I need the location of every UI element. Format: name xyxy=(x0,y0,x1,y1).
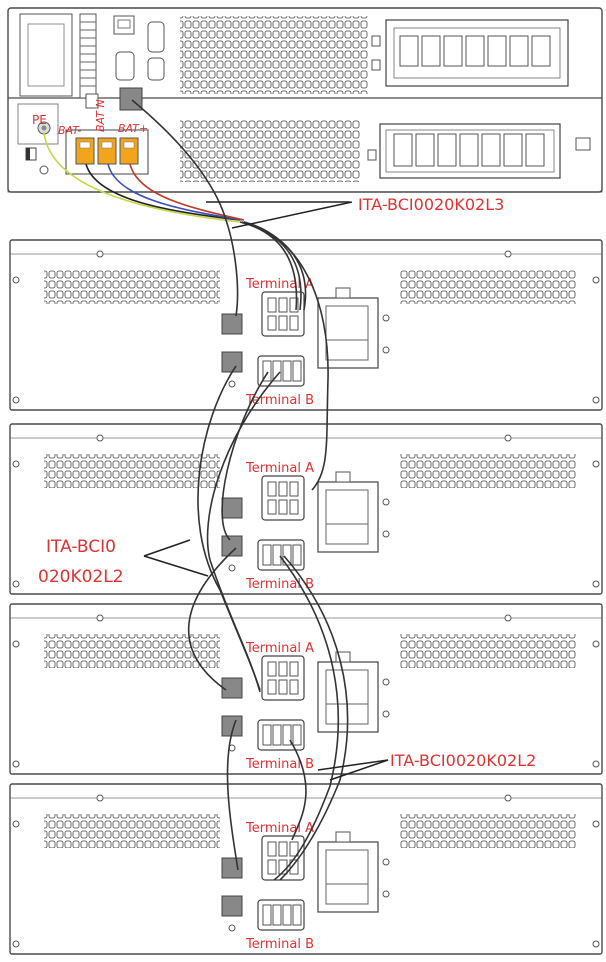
module-comm-port xyxy=(221,895,243,917)
battery-module-3: Terminal A Terminal B xyxy=(9,603,603,775)
module-vent-left xyxy=(44,454,220,488)
left-cable-label-line2: 020K02L2 xyxy=(38,567,124,587)
module-vent-left xyxy=(44,814,220,848)
terminal-b-label: Terminal B xyxy=(245,577,314,592)
db9-port xyxy=(115,51,135,81)
module-comm-port xyxy=(221,497,243,519)
rj45-port xyxy=(113,15,135,35)
ups-lower-vent xyxy=(180,120,360,182)
module-breaker xyxy=(317,287,390,369)
terminal-a-label: Terminal A xyxy=(245,641,314,656)
battery-connector-block xyxy=(65,129,149,175)
signal-terminal-strip xyxy=(79,13,97,99)
terminal-b-label: Terminal B xyxy=(245,757,314,772)
module-vent-left xyxy=(44,270,220,304)
right-cable-callout xyxy=(317,759,389,771)
right-cable-label: ITA-BCI0020K02L2 xyxy=(390,751,536,770)
module-vent-right xyxy=(400,270,576,304)
left-cable-callout xyxy=(143,555,209,577)
module-vent-right xyxy=(400,634,576,668)
bat-n-label: BAT N xyxy=(94,99,107,132)
battery-module-4: Terminal A Terminal B xyxy=(9,783,603,955)
terminal-a-connector xyxy=(261,475,305,521)
terminal-a-label: Terminal A xyxy=(245,461,314,476)
left-cable-label-line1: ITA-BCI0 xyxy=(46,537,116,557)
bat-n-wire-blue xyxy=(107,163,243,221)
ups-upper-vent xyxy=(180,16,368,94)
terminal-b-connector xyxy=(257,719,305,751)
ups-unit: PE BAT- BAT N BAT+ xyxy=(7,7,603,193)
terminal-b-connector xyxy=(257,899,305,931)
ups-lower-breaker-block xyxy=(367,123,591,179)
terminal-b-connector xyxy=(257,539,305,571)
module-comm-port xyxy=(221,715,243,737)
terminal-a-connector xyxy=(261,655,305,701)
module-comm-port xyxy=(221,313,243,335)
terminal-a-connector xyxy=(261,835,305,881)
bat-minus-label: BAT- xyxy=(58,124,81,137)
battery-modules: Terminal A Terminal B Terminal A Terminal B… xyxy=(9,239,603,955)
module-vent-left xyxy=(44,634,220,668)
module-comm-port xyxy=(221,677,243,699)
bat-minus-wire xyxy=(85,163,241,221)
module-breaker xyxy=(317,471,390,553)
terminal-b-label: Terminal B xyxy=(245,937,314,952)
top-cable-label: ITA-BCI0020K02L3 xyxy=(358,195,504,214)
ups-upper-breaker-block xyxy=(371,19,569,87)
module-vent-right xyxy=(400,814,576,848)
terminal-b-label: Terminal B xyxy=(245,393,314,408)
module-comm-port xyxy=(221,535,243,557)
module-breaker xyxy=(317,651,390,733)
pe-label: PE xyxy=(32,113,47,127)
pe-wire-yellow xyxy=(43,131,241,223)
terminal-b-connector xyxy=(257,355,305,387)
cables xyxy=(43,99,389,881)
db9-port xyxy=(147,21,165,53)
terminal-a-connector xyxy=(261,291,305,337)
bat-plus-label: BAT+ xyxy=(118,122,148,135)
module-comm-port xyxy=(221,857,243,879)
module-comm-port xyxy=(221,351,243,373)
bat-plus-wire-red xyxy=(129,163,245,221)
terminal-a-label: Terminal A xyxy=(245,821,314,836)
module-breaker xyxy=(317,831,390,913)
module-vent-right xyxy=(400,454,576,488)
